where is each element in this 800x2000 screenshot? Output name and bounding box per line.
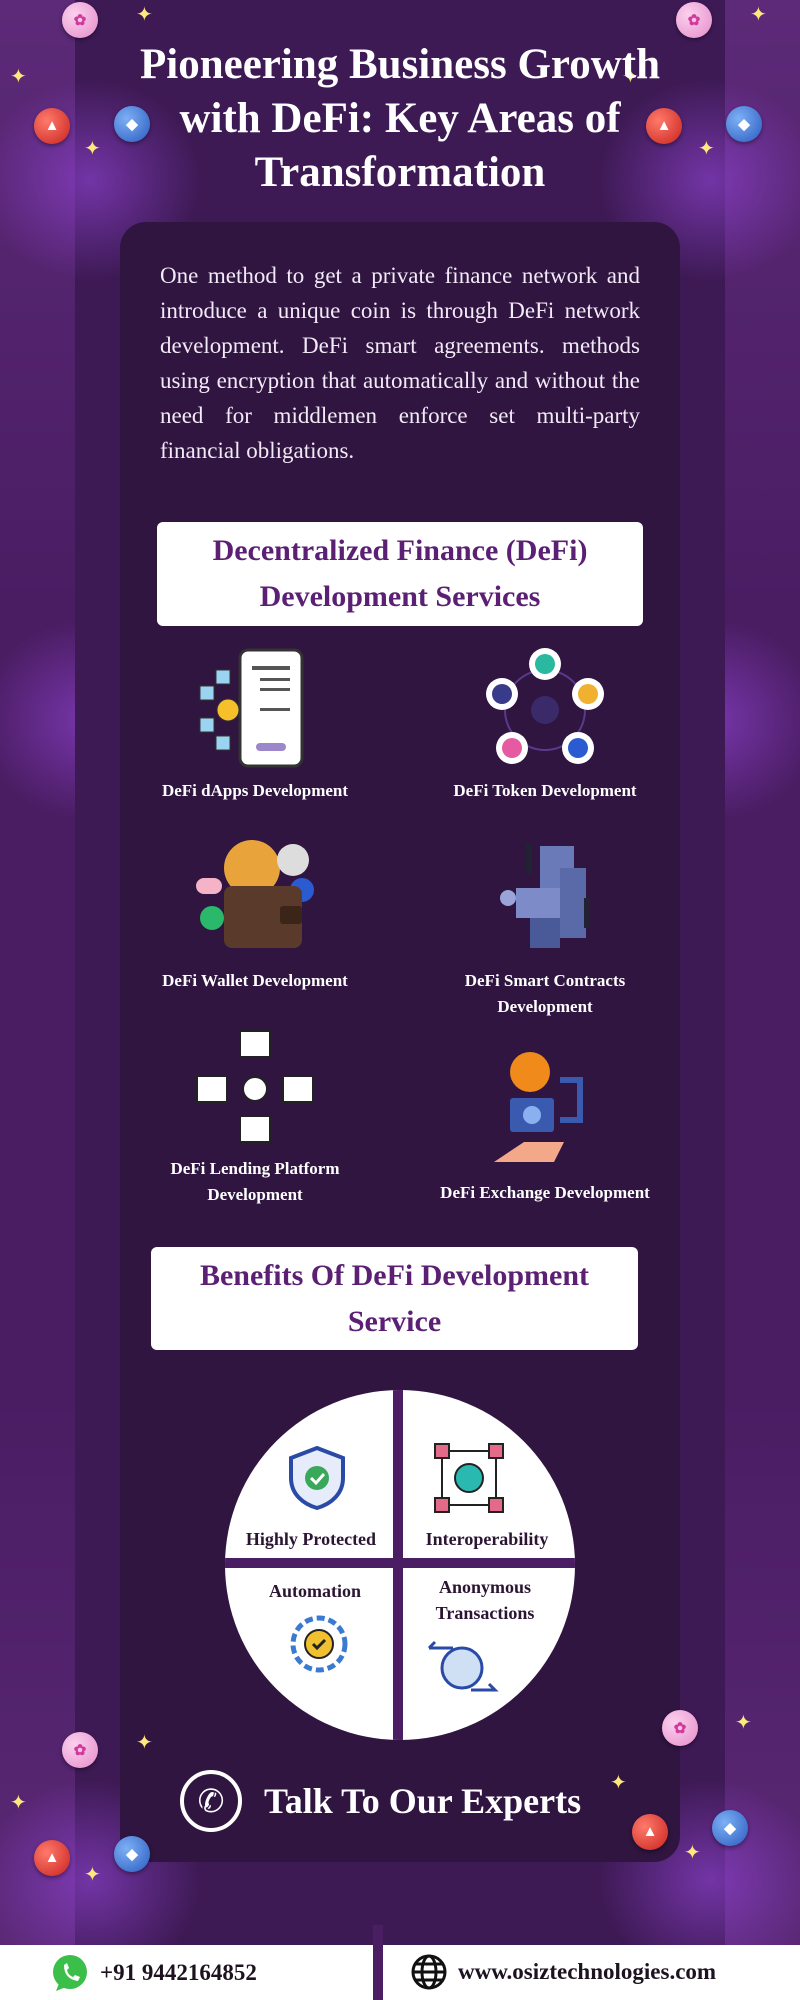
cta-label: Talk To Our Experts: [264, 1781, 582, 1821]
benefits-heading-text: Benefits Of DeFi Development Service: [199, 1259, 590, 1338]
sparkle-icon: ✦: [136, 1732, 153, 1754]
avalanche-coin-icon: ▲: [646, 108, 682, 144]
sparkle-icon: ✦: [698, 138, 715, 160]
globe-icon: [411, 1954, 447, 1990]
whatsapp-icon: [53, 1955, 87, 1991]
ethereum-coin-icon: ◆: [114, 1836, 150, 1872]
website-link[interactable]: www.osiztechnologies.com: [410, 1953, 716, 1991]
sparkle-icon: ✦: [10, 66, 27, 88]
page-title: Pioneering Business Growth with DeFi: Ke…: [139, 41, 661, 196]
sparkle-icon: ✦: [735, 1712, 752, 1734]
wallet-icon: [190, 838, 320, 958]
uniswap-coin-icon: ✿: [676, 2, 712, 38]
anonymous-transaction-icon: [425, 1636, 499, 1705]
benefits-heading: Benefits Of DeFi Development Service: [151, 1247, 638, 1350]
website-url: www.osiztechnologies.com: [458, 1959, 717, 1984]
service-item: DeFi Smart Contracts Development: [415, 838, 675, 1020]
token-network-icon: [480, 648, 610, 768]
phone-number: +91 9442164852: [100, 1960, 257, 1985]
benefit-label: Highly Protected: [245, 1529, 377, 1549]
service-label: DeFi Lending Platform Development: [170, 1159, 340, 1204]
service-label: DeFi Exchange Development: [440, 1183, 650, 1202]
service-item: DeFi Lending Platform Development: [125, 1026, 385, 1208]
ethereum-coin-icon: ◆: [726, 106, 762, 142]
benefits-circle: Highly Protected Interoperability Automa…: [225, 1390, 575, 1740]
uniswap-coin-icon: ✿: [62, 1732, 98, 1768]
service-label: DeFi Wallet Development: [162, 971, 348, 990]
sparkle-icon: ✦: [622, 66, 639, 88]
phone-contact[interactable]: +91 9442164852: [50, 1953, 257, 1993]
sparkle-icon: ✦: [750, 4, 767, 26]
avalanche-coin-icon: ▲: [632, 1814, 668, 1850]
divider: [225, 1558, 575, 1568]
sparkle-icon: ✦: [10, 1792, 27, 1814]
avalanche-coin-icon: ▲: [34, 1840, 70, 1876]
footer: [0, 1945, 800, 2000]
talk-to-experts-button[interactable]: ✆ Talk To Our Experts: [180, 1770, 581, 1832]
sparkle-icon: ✦: [684, 1842, 701, 1864]
service-item: DeFi Exchange Development: [415, 1050, 675, 1206]
sparkle-icon: ✦: [84, 1864, 101, 1886]
exchange-icon: [480, 1050, 610, 1170]
sparkle-icon: ✦: [84, 138, 101, 160]
benefit-label: Anonymous Transactions: [435, 1577, 535, 1623]
sparkle-icon: ✦: [610, 1772, 627, 1794]
ethereum-coin-icon: ◆: [712, 1810, 748, 1846]
phone-icon: ✆: [180, 1770, 242, 1832]
lending-network-icon: [190, 1026, 320, 1146]
intro-paragraph: One method to get a private finance netw…: [160, 263, 640, 463]
footer-divider: [373, 1925, 383, 2000]
interoperability-icon: [433, 1442, 505, 1519]
benefit-label: Interoperability: [425, 1529, 549, 1549]
services-heading: Decentralized Finance (DeFi) Development…: [157, 522, 643, 626]
uniswap-coin-icon: ✿: [662, 1710, 698, 1746]
service-label: DeFi dApps Development: [161, 781, 349, 800]
smart-contract-icon: [480, 838, 610, 958]
service-item: DeFi Wallet Development: [125, 838, 385, 994]
uniswap-coin-icon: ✿: [62, 2, 98, 38]
ethereum-coin-icon: ◆: [114, 106, 150, 142]
automation-gear-icon: [287, 1612, 351, 1681]
service-item: DeFi Token Development: [415, 648, 675, 804]
avalanche-coin-icon: ▲: [34, 108, 70, 144]
services-heading-text: Decentralized Finance (DeFi) Development…: [212, 534, 588, 613]
service-item: DeFi dApps Development: [125, 648, 385, 804]
shield-check-icon: [287, 1445, 347, 1515]
mobile-app-icon: [190, 648, 320, 768]
benefit-label: Automation: [268, 1581, 361, 1601]
service-label: DeFi Smart Contracts Development: [464, 971, 626, 1016]
sparkle-icon: ✦: [136, 4, 153, 26]
service-label: DeFi Token Development: [453, 781, 637, 800]
